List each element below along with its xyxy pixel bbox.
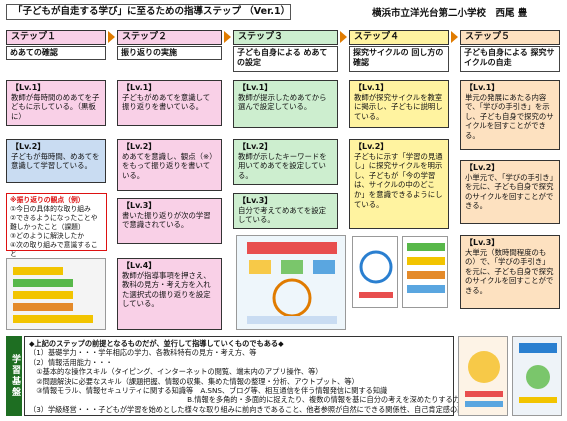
- viewpoint-item: ②できるようになったことや難しかったこと（課題）: [10, 214, 98, 231]
- step-1-level-1: 【Lv.1】 教師が毎時間のめあてを子どもに示している。（黒板に）: [6, 80, 106, 126]
- step-4-level-2: 【Lv.2】 子どもに示す「学習の見通し」に探究サイクルを明示し、子どもが「今の…: [349, 139, 449, 229]
- level-text: 大単元（数時間程度のもの）で、「学びの手引き」を元に、子ども自身で探究のサイクル…: [465, 247, 554, 295]
- level-label: 【Lv.1】: [465, 83, 500, 92]
- outlook-sheet-thumbnail: [402, 236, 448, 308]
- arrow-icon: [224, 31, 231, 43]
- level-label: 【Lv.2】: [465, 163, 500, 172]
- viewpoints-heading: ※振り返りの観点（例）: [10, 196, 85, 204]
- foundation-line: ◆上記のステップの前提となるものだが、並行して指導していくものでもある◆: [29, 339, 284, 348]
- step-5-header: ステップ５: [460, 30, 560, 45]
- level-label: 【Lv.1】: [354, 83, 389, 92]
- step-2-header: ステップ２: [117, 30, 222, 45]
- level-label: 【Lv.1】: [11, 83, 46, 92]
- foundation-line: B.情報を多角的・多面的に捉えたり、複数の情報を基に自分の考えを深めたりする力: [29, 395, 460, 405]
- level-text: 単元の発展にあたる内容で、「学びの手引き」を示し、子ども自身で探究のサイクルを回…: [465, 92, 554, 140]
- cycle-poster-thumbnail: [352, 236, 398, 308]
- step-5-level-3: 【Lv.3】 大単元（数時間程度のもの）で、「学びの手引き」を元に、子ども自身で…: [460, 235, 560, 309]
- level-text: 教師が示したキーワードを用いてめあてを設定している。: [238, 151, 327, 180]
- level-text: 子どもがめあてを意識して振り返りを書いている。: [122, 92, 211, 112]
- step-2-level-4: 【Lv.4】 教師が指導事項を押さえ、教科の見方・考え方を入れた選択式の振り返り…: [117, 258, 222, 330]
- foundation-line: ①基本的な操作スキル（タイピング、インターネットの閲覧、端末内のアプリ操作、等）: [29, 367, 323, 377]
- foundation-line: （1）基礎学力・・・学年相応の学力、各教科特有の見方・考え方、等: [29, 348, 257, 358]
- level-label: 【Lv.2】: [11, 142, 46, 151]
- level-text: 小単元で、「学びの手引き」を元に、子ども自身で探究のサイクルを回すことができる。: [465, 172, 554, 211]
- level-label: 【Lv.3】: [465, 238, 500, 247]
- level-text: 子どもに示す「学習の見通し」に探究サイクルを明示し、子どもが「今の学習は、サイク…: [354, 151, 443, 209]
- step-5-subtitle: 子ども自身による 探究サイクルの自走: [460, 46, 560, 72]
- step-4-level-1: 【Lv.1】 教師が探究サイクルを教室に掲示し、子どもに説明している。: [349, 80, 449, 128]
- level-label: 【Lv.4】: [122, 261, 157, 270]
- level-label: 【Lv.2】: [122, 142, 157, 151]
- arrow-icon: [108, 31, 115, 43]
- viewpoint-item: ①今日の具体的な取り組み: [10, 205, 91, 213]
- arrow-icon: [451, 31, 458, 43]
- foundation-line: ②問題解決に必要なスキル（課題把握、情報の収集、集めた情報の整理・分析、アウトプ…: [29, 376, 359, 386]
- step-2-subtitle: 振り返りの実施: [117, 46, 222, 60]
- arrow-icon: [340, 31, 347, 43]
- level-label: 【Lv.1】: [238, 83, 273, 92]
- step-1-level-2: 【Lv.2】 子どもが毎時間、めあてを意識して学習している。: [6, 139, 106, 183]
- level-label: 【Lv.3】: [122, 201, 157, 210]
- step-4-header: ステップ４: [349, 30, 449, 45]
- foundation-line: （2）情報活用能力・・・: [29, 357, 113, 367]
- reflection-viewpoints: ※振り返りの観点（例） ①今日の具体的な取り組み ②できるようになったことや難し…: [6, 193, 107, 258]
- step-3-level-1: 【Lv.1】 教師が提示しためあてから選んで設定している。: [233, 80, 338, 128]
- level-text: 教師が指導事項を押さえ、教科の見方・考え方を入れた選択式の振り返りを設定している…: [122, 270, 211, 309]
- poster-thumbnail: [458, 336, 508, 416]
- foundation-line: ③情報モラル、情報セキュリティに関する知識等 A.SNS、ブログ等、相互通信を伴…: [29, 386, 388, 396]
- level-label: 【Lv.2】: [354, 142, 389, 151]
- page-title: 「子どもが自走する学び」に至るための指導ステップ （Ver.1）: [6, 4, 291, 20]
- step-5-level-2: 【Lv.2】 小単元で、「学びの手引き」を元に、子ども自身で探究のサイクルを回す…: [460, 160, 560, 224]
- step-5-level-1: 【Lv.1】 単元の発展にあたる内容で、「学びの手引き」を示し、子ども自身で探究…: [460, 80, 560, 150]
- level-text: 子どもが毎時間、めあてを意識して学習している。: [11, 151, 100, 171]
- step-3-level-3: 【Lv.3】 自分で考えてめあてを設定している。: [233, 193, 338, 229]
- step-2-level-1: 【Lv.1】 子どもがめあてを意識して振り返りを書いている。: [117, 80, 222, 126]
- level-label: 【Lv.3】: [238, 196, 273, 205]
- cycle-diagram-icon: [247, 242, 337, 324]
- level-label: 【Lv.2】: [238, 142, 273, 151]
- school-name: 横浜市立洋光台第二小学校 西尾 豊: [372, 8, 528, 19]
- worksheet-thumbnail: [6, 258, 106, 330]
- level-text: 教師が探究サイクルを教室に掲示し、子どもに説明している。: [354, 92, 443, 121]
- guide-thumbnail: [512, 336, 562, 416]
- level-text: 自分で考えてめあてを設定している。: [238, 205, 327, 225]
- step-3-subtitle: 子ども自身による めあての設定: [233, 46, 338, 72]
- step-3-header: ステップ３: [233, 30, 338, 45]
- learning-foundation-box: ◆上記のステップの前提となるものだが、並行して指導していくものでもある◆ （1）…: [24, 336, 486, 416]
- viewpoint-item: ③どのように解決したか: [10, 232, 85, 240]
- level-text: 教師が提示しためあてから選んで設定している。: [238, 92, 327, 112]
- level-text: めあてを意識し、観点（※）をもって振り返りを書いている。: [122, 151, 217, 180]
- foundation-line: （3）学級経営・・・子どもが学習を始めとした様々な取り組みに前向きであること、他…: [29, 404, 486, 414]
- step-2-level-3: 【Lv.3】 書いた振り返りが次の学習で意識されている。: [117, 198, 222, 244]
- step-2-level-2: 【Lv.2】 めあてを意識し、観点（※）をもって振り返りを書いている。: [117, 139, 222, 191]
- level-text: 書いた振り返りが次の学習で意識されている。: [122, 210, 211, 230]
- level-text: 教師が毎時間のめあてを子どもに示している。（黒板に）: [11, 92, 100, 121]
- learning-foundation-label: 学習基盤: [6, 336, 22, 416]
- level-label: 【Lv.1】: [122, 83, 157, 92]
- step-1-header: ステップ１: [6, 30, 106, 45]
- inquiry-cycle-diagram: [236, 235, 346, 330]
- step-3-level-2: 【Lv.2】 教師が示したキーワードを用いてめあてを設定している。: [233, 139, 338, 185]
- step-4-subtitle: 探究サイクルの 回し方の確認: [349, 46, 449, 72]
- step-1-subtitle: めあての確認: [6, 46, 106, 60]
- viewpoint-item: ④次の取り組みで意識すること: [10, 241, 98, 258]
